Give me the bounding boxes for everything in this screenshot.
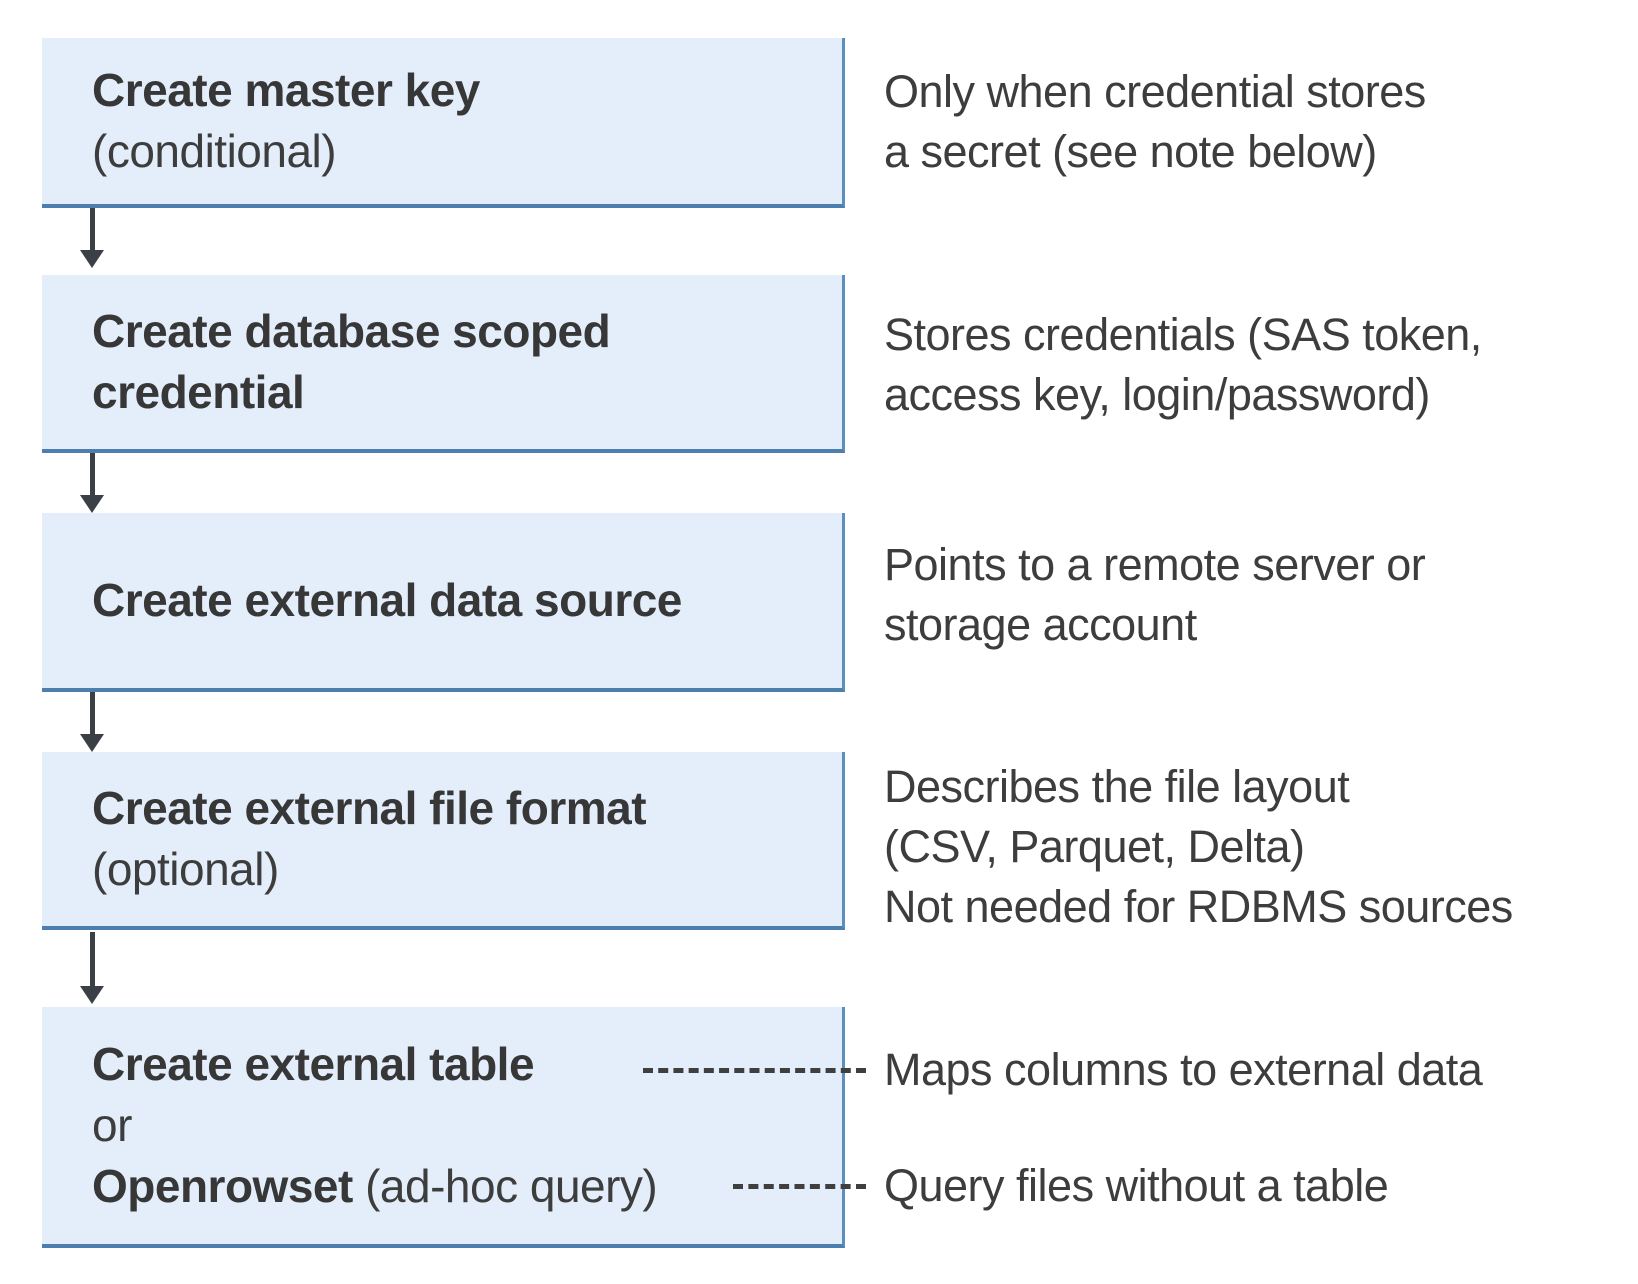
down-arrow-icon [80, 453, 104, 513]
down-arrow-icon [80, 932, 104, 1004]
box-title: Create external file format [92, 782, 647, 834]
arrow-head [80, 250, 104, 268]
note-data-source: Points to a remote server or storage acc… [884, 539, 1426, 650]
arrow-shaft [89, 208, 95, 250]
flow-box-create-external-data-source: Create external data source [42, 513, 845, 692]
note-master-key: Only when credential stores a secret (se… [884, 66, 1426, 177]
note-external-table: Maps columns to external data [884, 1044, 1483, 1095]
arrow-head [80, 986, 104, 1004]
dashed-connector-openrowset [733, 1184, 866, 1189]
note-openrowset: Query files without a table [884, 1160, 1389, 1211]
box-title: Create database scoped credential [92, 305, 611, 418]
box-alt-suffix: (ad-hoc query) [352, 1160, 658, 1212]
flow-box-create-external-file-format: Create external file format (optional) [42, 752, 845, 930]
box-alt-title: Openrowset [92, 1160, 353, 1212]
box-alt-line: Openrowset (ad-hoc query) [92, 1156, 842, 1217]
arrow-head [80, 495, 104, 513]
note-file-format: Describes the file layout (CSV, Parquet,… [884, 761, 1513, 932]
box-subtitle: (optional) [92, 843, 279, 895]
down-arrow-icon [80, 208, 104, 268]
box-title: Create external table [92, 1038, 535, 1090]
dashed-connector-external-table [643, 1068, 866, 1073]
down-arrow-icon [80, 692, 104, 752]
flow-box-create-external-table-or-openrowset: Create external table or Openrowset (ad-… [42, 1007, 845, 1248]
box-title: Create master key [92, 64, 480, 116]
note-credential: Stores credentials (SAS token, access ke… [884, 309, 1482, 420]
arrow-shaft [89, 932, 95, 986]
arrow-shaft [89, 453, 95, 495]
arrow-shaft [89, 692, 95, 734]
flow-box-create-database-scoped-credential: Create database scoped credential [42, 275, 845, 453]
arrow-head [80, 734, 104, 752]
box-subtitle: (conditional) [92, 125, 337, 177]
box-or-label: or [92, 1099, 132, 1151]
flow-box-create-master-key: Create master key (conditional) [42, 38, 845, 208]
box-title: Create external data source [92, 574, 682, 626]
